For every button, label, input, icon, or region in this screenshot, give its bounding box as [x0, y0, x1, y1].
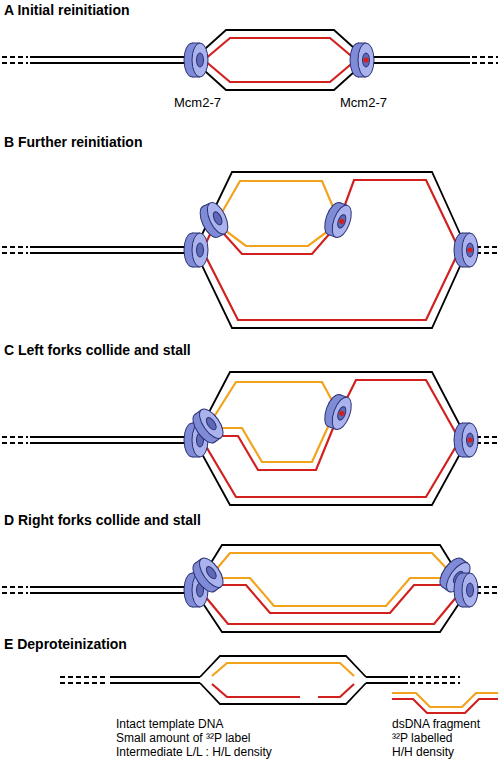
second-round-strand: [214, 553, 450, 572]
panel-heading: C Left forks collide and stall: [4, 342, 191, 358]
dna-continuation: [60, 677, 108, 683]
dna-continuation: [476, 587, 498, 593]
template-strand: [196, 63, 364, 90]
mcm-ring: [321, 392, 355, 432]
parental-duplex: [110, 677, 200, 683]
annotation-text: ³²P labelled: [392, 732, 452, 746]
parental-duplex: [30, 247, 196, 253]
mcm-ring: [454, 573, 478, 607]
panel-heading: E Deproteinization: [4, 636, 127, 652]
new-strand: [204, 595, 458, 624]
second-round-strand: [214, 578, 450, 606]
mcm-ring: [184, 233, 208, 267]
parental-duplex: [30, 437, 196, 443]
mcm-ring: [184, 43, 208, 77]
annotation-text: Intermediate L/L : H/L density: [116, 746, 272, 760]
mcm-ring: [454, 233, 478, 267]
mcm-ring: [196, 200, 232, 241]
parental-duplex: [30, 587, 196, 593]
panel-heading: B Further reinitiation: [4, 134, 142, 150]
fragment-strand: [392, 699, 498, 713]
panel-d-art: [2, 545, 498, 632]
new-strand: [204, 180, 458, 254]
dna-continuation: [410, 677, 460, 683]
dna-continuation: [2, 57, 28, 63]
new-strand: [204, 38, 356, 60]
new-strand: [204, 253, 458, 320]
dna-continuation: [2, 587, 28, 593]
template-strand: [200, 683, 366, 704]
dna-continuation: [2, 247, 28, 253]
second-round-strand: [221, 181, 336, 214]
template-strand: [196, 30, 364, 57]
mcm-ring: [350, 43, 374, 77]
second-round-strand: [212, 382, 336, 420]
new-strand: [214, 380, 458, 470]
dna-continuation: [476, 437, 498, 443]
template-strand: [196, 545, 466, 587]
mcm-ring: [321, 200, 355, 240]
panel-e-art: [60, 656, 498, 713]
annotation-text: H/H density: [392, 746, 454, 760]
new-strand: [212, 684, 354, 697]
panel-b-art: [2, 172, 498, 328]
panel-a-art: [2, 30, 498, 90]
stalled-mcm-ring: [188, 554, 227, 596]
template-strand: [196, 253, 466, 328]
second-round-strand: [222, 228, 332, 246]
panel-c-art: [2, 372, 498, 505]
new-strand: [204, 60, 356, 82]
new-strand: [204, 443, 458, 497]
annotation-text: Intact template DNA: [116, 718, 223, 732]
template-strand: [200, 656, 366, 677]
template-strand: [196, 172, 466, 247]
panel-heading: D Right forks collide and stall: [4, 512, 201, 528]
template-strand: [196, 443, 466, 505]
protein-label: Mcm2-7: [340, 96, 387, 111]
parental-duplex: [30, 57, 196, 63]
parental-duplex: [366, 677, 408, 683]
second-round-strand: [212, 663, 354, 676]
mcm-ring: [454, 423, 478, 457]
parental-duplex: [364, 57, 470, 63]
dna-continuation: [472, 57, 498, 63]
stalled-mcm-ring: [188, 405, 227, 447]
dna-continuation: [476, 247, 498, 253]
new-strand: [214, 585, 450, 613]
panel-heading: A Initial reinitiation: [4, 2, 130, 18]
annotation-text: dsDNA fragment: [392, 718, 480, 732]
protein-label: Mcm2-7: [174, 96, 221, 111]
second-round-strand: [214, 418, 332, 462]
annotation-text: Small amount of ³²P label: [116, 732, 251, 746]
dna-continuation: [2, 437, 28, 443]
